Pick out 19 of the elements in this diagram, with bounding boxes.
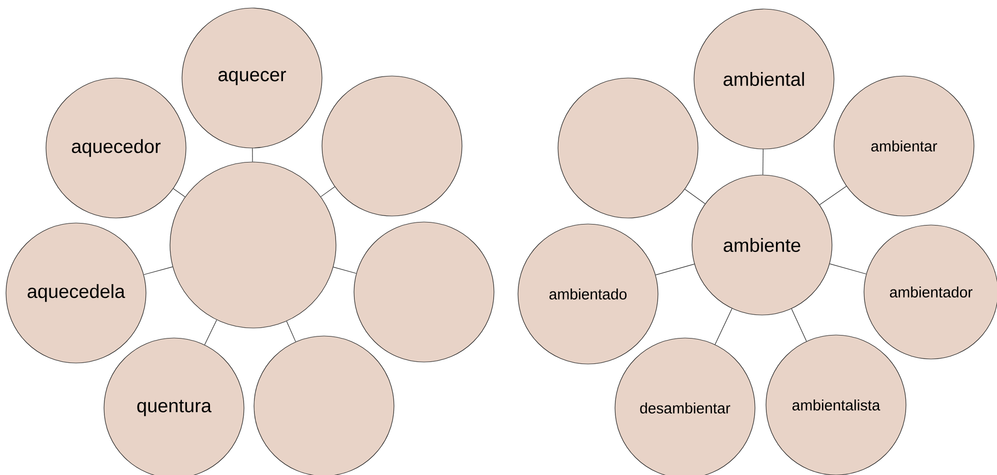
empty-circle xyxy=(558,78,698,218)
connector-line xyxy=(762,149,764,176)
connector-line xyxy=(829,264,866,274)
connector-line xyxy=(655,264,695,276)
empty-circle xyxy=(254,336,394,475)
connector-line xyxy=(204,320,217,346)
connector-line xyxy=(714,308,732,345)
empty-circle xyxy=(354,222,494,362)
connector-line xyxy=(791,308,807,342)
connector-line xyxy=(333,266,357,274)
empty-circle xyxy=(170,162,336,328)
connector-line xyxy=(819,186,847,206)
empty-circle xyxy=(322,76,462,216)
connector-line xyxy=(320,186,336,197)
connector-line xyxy=(286,320,296,342)
connector-line xyxy=(173,188,186,198)
connector-line xyxy=(144,266,173,275)
connector-line xyxy=(684,188,706,204)
connector-line xyxy=(252,148,253,162)
